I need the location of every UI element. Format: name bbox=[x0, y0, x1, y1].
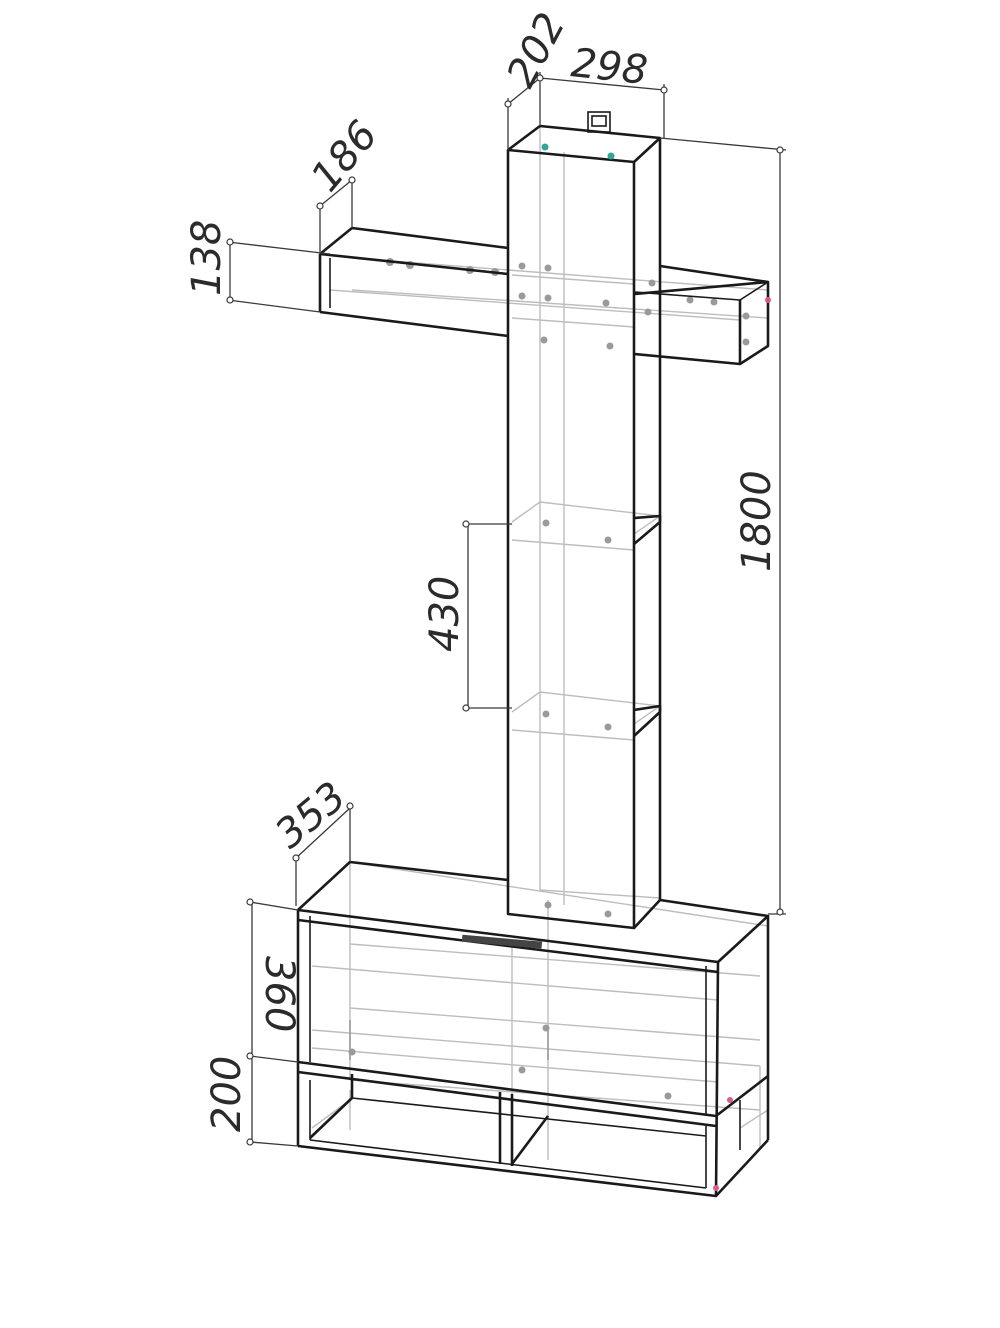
dim-base-upper-height: 360 bbox=[256, 956, 302, 1032]
dim-base-depth: 353 bbox=[267, 773, 355, 857]
dim-shelf-depth: 186 bbox=[302, 112, 386, 200]
tall-column bbox=[506, 111, 662, 930]
dim-shelf-gap: 430 bbox=[422, 576, 468, 652]
dowel-marks bbox=[348, 258, 750, 1100]
hidden-lines bbox=[311, 125, 769, 1160]
dimension-lines bbox=[227, 72, 787, 1147]
dim-total-height: 1800 bbox=[734, 470, 780, 572]
dimension-ticks bbox=[226, 74, 784, 1146]
dim-top-depth: 202 bbox=[498, 6, 574, 95]
wall-shelf bbox=[318, 226, 770, 366]
dim-top-width: 298 bbox=[569, 40, 650, 94]
dim-shelf-height: 138 bbox=[184, 220, 230, 296]
dim-base-lower-height: 200 bbox=[204, 1056, 250, 1132]
